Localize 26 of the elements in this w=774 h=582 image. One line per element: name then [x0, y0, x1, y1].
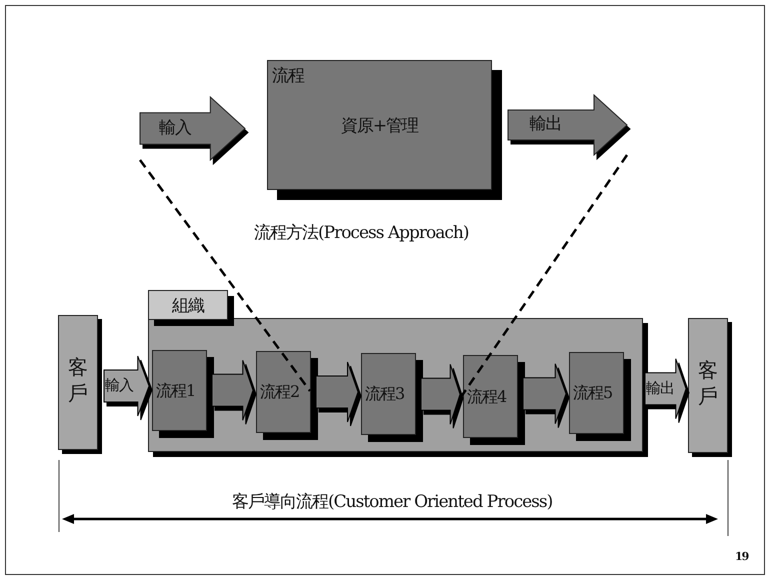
block-arrow [508, 95, 627, 155]
process-label: 流程1 [156, 382, 196, 400]
block-arrow [316, 362, 359, 422]
block-arrow [212, 360, 254, 421]
span-label: 客戶導向流程(Customer Oriented Process) [232, 491, 552, 513]
customer-label: 客戶 [68, 354, 88, 406]
edge-label: 輸入 [105, 377, 133, 394]
block-arrow [104, 356, 150, 416]
block-arrow [420, 364, 461, 425]
node-label: 流程方法(Process Approach) [254, 222, 469, 244]
block-arrow [644, 358, 687, 420]
page-number: 19 [735, 550, 748, 563]
process-label: 流程3 [365, 385, 404, 403]
process-label: 流程4 [467, 388, 506, 406]
dashed-line [460, 154, 628, 396]
dashed-line [139, 159, 311, 392]
arrow-label: 輸出 [529, 115, 562, 134]
customer-label: 客戶 [698, 357, 718, 409]
box-body: 資原+管理 [340, 117, 420, 136]
box-title: 流程 [272, 67, 304, 86]
block-arrow [140, 97, 245, 160]
edge-label: 輸出 [646, 380, 674, 396]
process-label: 流程5 [573, 384, 612, 402]
process-label: 流程2 [260, 383, 300, 401]
block-arrow [522, 363, 567, 424]
arrow-label: 輸入 [158, 118, 191, 138]
